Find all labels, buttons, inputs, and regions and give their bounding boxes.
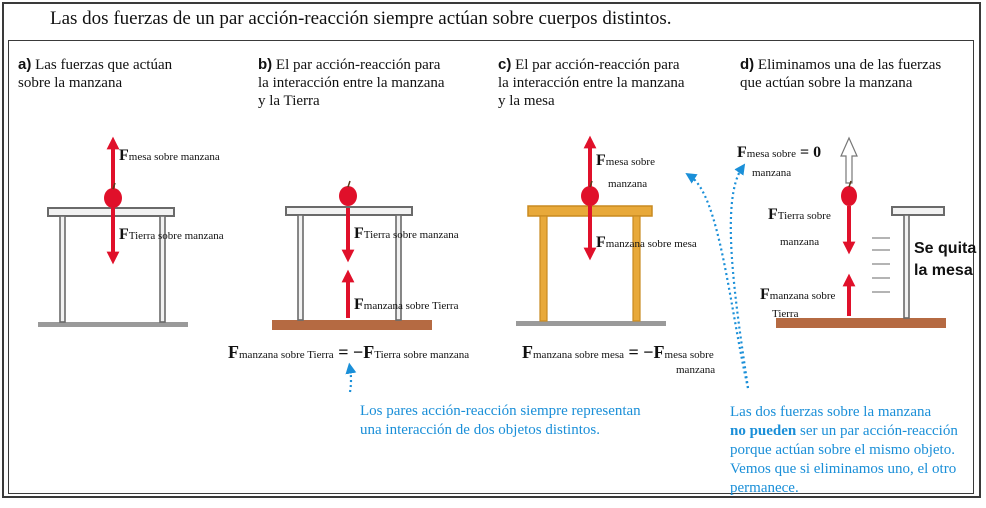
panel-letter-a: a) xyxy=(18,56,32,73)
panel-c-drawing xyxy=(516,135,666,326)
force-symbol: F xyxy=(363,342,375,362)
caption-b: b) El par acción-reacción para la intera… xyxy=(258,56,445,110)
label-d-manzana-sobre-tierra: Fmanzana sobre xyxy=(760,286,836,303)
label-a-tierra-sobre-manzana: FTierra sobre manzana xyxy=(119,226,224,243)
floor-a xyxy=(38,322,188,327)
floor-c xyxy=(516,321,666,326)
label-c-mesa-sobre-manzana: Fmesa sobre xyxy=(596,152,655,169)
table-top-d xyxy=(891,206,945,216)
table-leg-c1 xyxy=(539,215,548,322)
minus-sign: − xyxy=(643,342,654,362)
table-leg-a2 xyxy=(159,215,166,323)
force-symbol: F xyxy=(119,147,129,164)
label-c-mesa-sobre-manzana-line2: manzana xyxy=(608,178,648,190)
zero-value: = 0 xyxy=(799,144,822,161)
table-leg-a1 xyxy=(59,215,66,323)
apple-d xyxy=(841,180,857,206)
panel-letter-c: c) xyxy=(498,56,512,73)
caption-d-text: Eliminamos una de las fuerzas que actúan… xyxy=(740,57,942,91)
apple-a xyxy=(104,182,122,208)
panel-a-drawing xyxy=(38,136,188,327)
table-leg-c2 xyxy=(632,215,641,322)
note-emphasis: no pueden xyxy=(730,423,797,439)
label-c-manzana-sobre-mesa: Fmanzana sobre mesa xyxy=(596,234,697,251)
note-action-reaction-pairs: Los pares acción-reacción siempre repres… xyxy=(360,403,641,438)
figure-header: Las dos fuerzas de un par acción-reacció… xyxy=(50,8,672,29)
connector-same-object-1 xyxy=(685,173,750,389)
force-symbol: F xyxy=(596,152,606,169)
note-same-object: Las dos fuerzas sobre la manzana no pued… xyxy=(730,404,958,496)
inner-frame xyxy=(8,40,974,494)
table-removed-label: Se quita la mesa xyxy=(914,240,977,279)
caption-d: d) Eliminamos una de las fuerzas que act… xyxy=(740,56,941,92)
equals-sign: = xyxy=(338,342,349,362)
table-leg-d xyxy=(903,214,910,319)
force-symbol: F xyxy=(354,296,364,313)
caption-c-text: El par acción-reacción para la interacci… xyxy=(498,57,685,109)
motion-lines xyxy=(872,237,890,293)
label-d-tierra-line2b: Tierra xyxy=(772,308,799,320)
label-a-mesa-sobre-manzana: Fmesa sobre manzana xyxy=(119,147,220,164)
label-b-tierra-sobre-manzana: FTierra sobre manzana xyxy=(354,225,459,242)
minus-sign: − xyxy=(352,342,364,362)
ground-d xyxy=(776,318,946,328)
force-symbol: F xyxy=(768,206,778,223)
label-d-mesa-sobre-manzana-zero: Fmesa sobre = 0 xyxy=(737,144,822,161)
equation-c: Fmanzana sobre mesa = −Fmesa sobre xyxy=(522,342,714,362)
panel-d-drawing xyxy=(776,136,946,328)
equals-sign: = xyxy=(628,342,639,362)
caption-b-text: El par acción-reacción para la interacci… xyxy=(258,57,445,109)
caption-a: a) Las fuerzas que actúan sobre la manza… xyxy=(18,56,172,92)
force-symbol: F xyxy=(596,234,606,251)
connector-pairs-note xyxy=(345,362,357,393)
force-symbol: F xyxy=(737,144,747,161)
panel-b-drawing xyxy=(272,180,432,330)
label-d-mesa-line2: manzana xyxy=(752,167,792,179)
panel-letter-d: d) xyxy=(740,56,755,73)
equation-c-line2: manzana xyxy=(676,364,716,376)
force-symbol: F xyxy=(354,225,364,242)
label-b-manzana-sobre-tierra: Fmanzana sobre Tierra xyxy=(354,296,459,313)
force-symbol: F xyxy=(760,286,770,303)
connector-same-object-2 xyxy=(729,163,750,389)
ground-b xyxy=(272,320,432,330)
caption-c: c) El par acción-reacción para la intera… xyxy=(498,56,685,110)
table-leg-b1 xyxy=(297,214,304,321)
apple-b xyxy=(339,180,357,206)
table-leg-b2 xyxy=(395,214,402,321)
force-symbol: F xyxy=(522,342,533,362)
equation-b: Fmanzana sobre Tierra = −FTierra sobre m… xyxy=(228,342,470,362)
outer-frame xyxy=(2,2,981,498)
label-d-tierra-sobre-manzana: FTierra sobre xyxy=(768,206,831,223)
force-symbol: F xyxy=(119,226,129,243)
caption-a-text: Las fuerzas que actúan sobre la manzana xyxy=(18,57,173,91)
force-symbol: F xyxy=(653,342,665,362)
force-symbol: F xyxy=(228,342,239,362)
label-d-tierra-line2: manzana xyxy=(780,236,820,248)
apple-c xyxy=(581,180,599,206)
outline-arrow-zero xyxy=(840,136,858,184)
panel-letter-b: b) xyxy=(258,56,273,73)
